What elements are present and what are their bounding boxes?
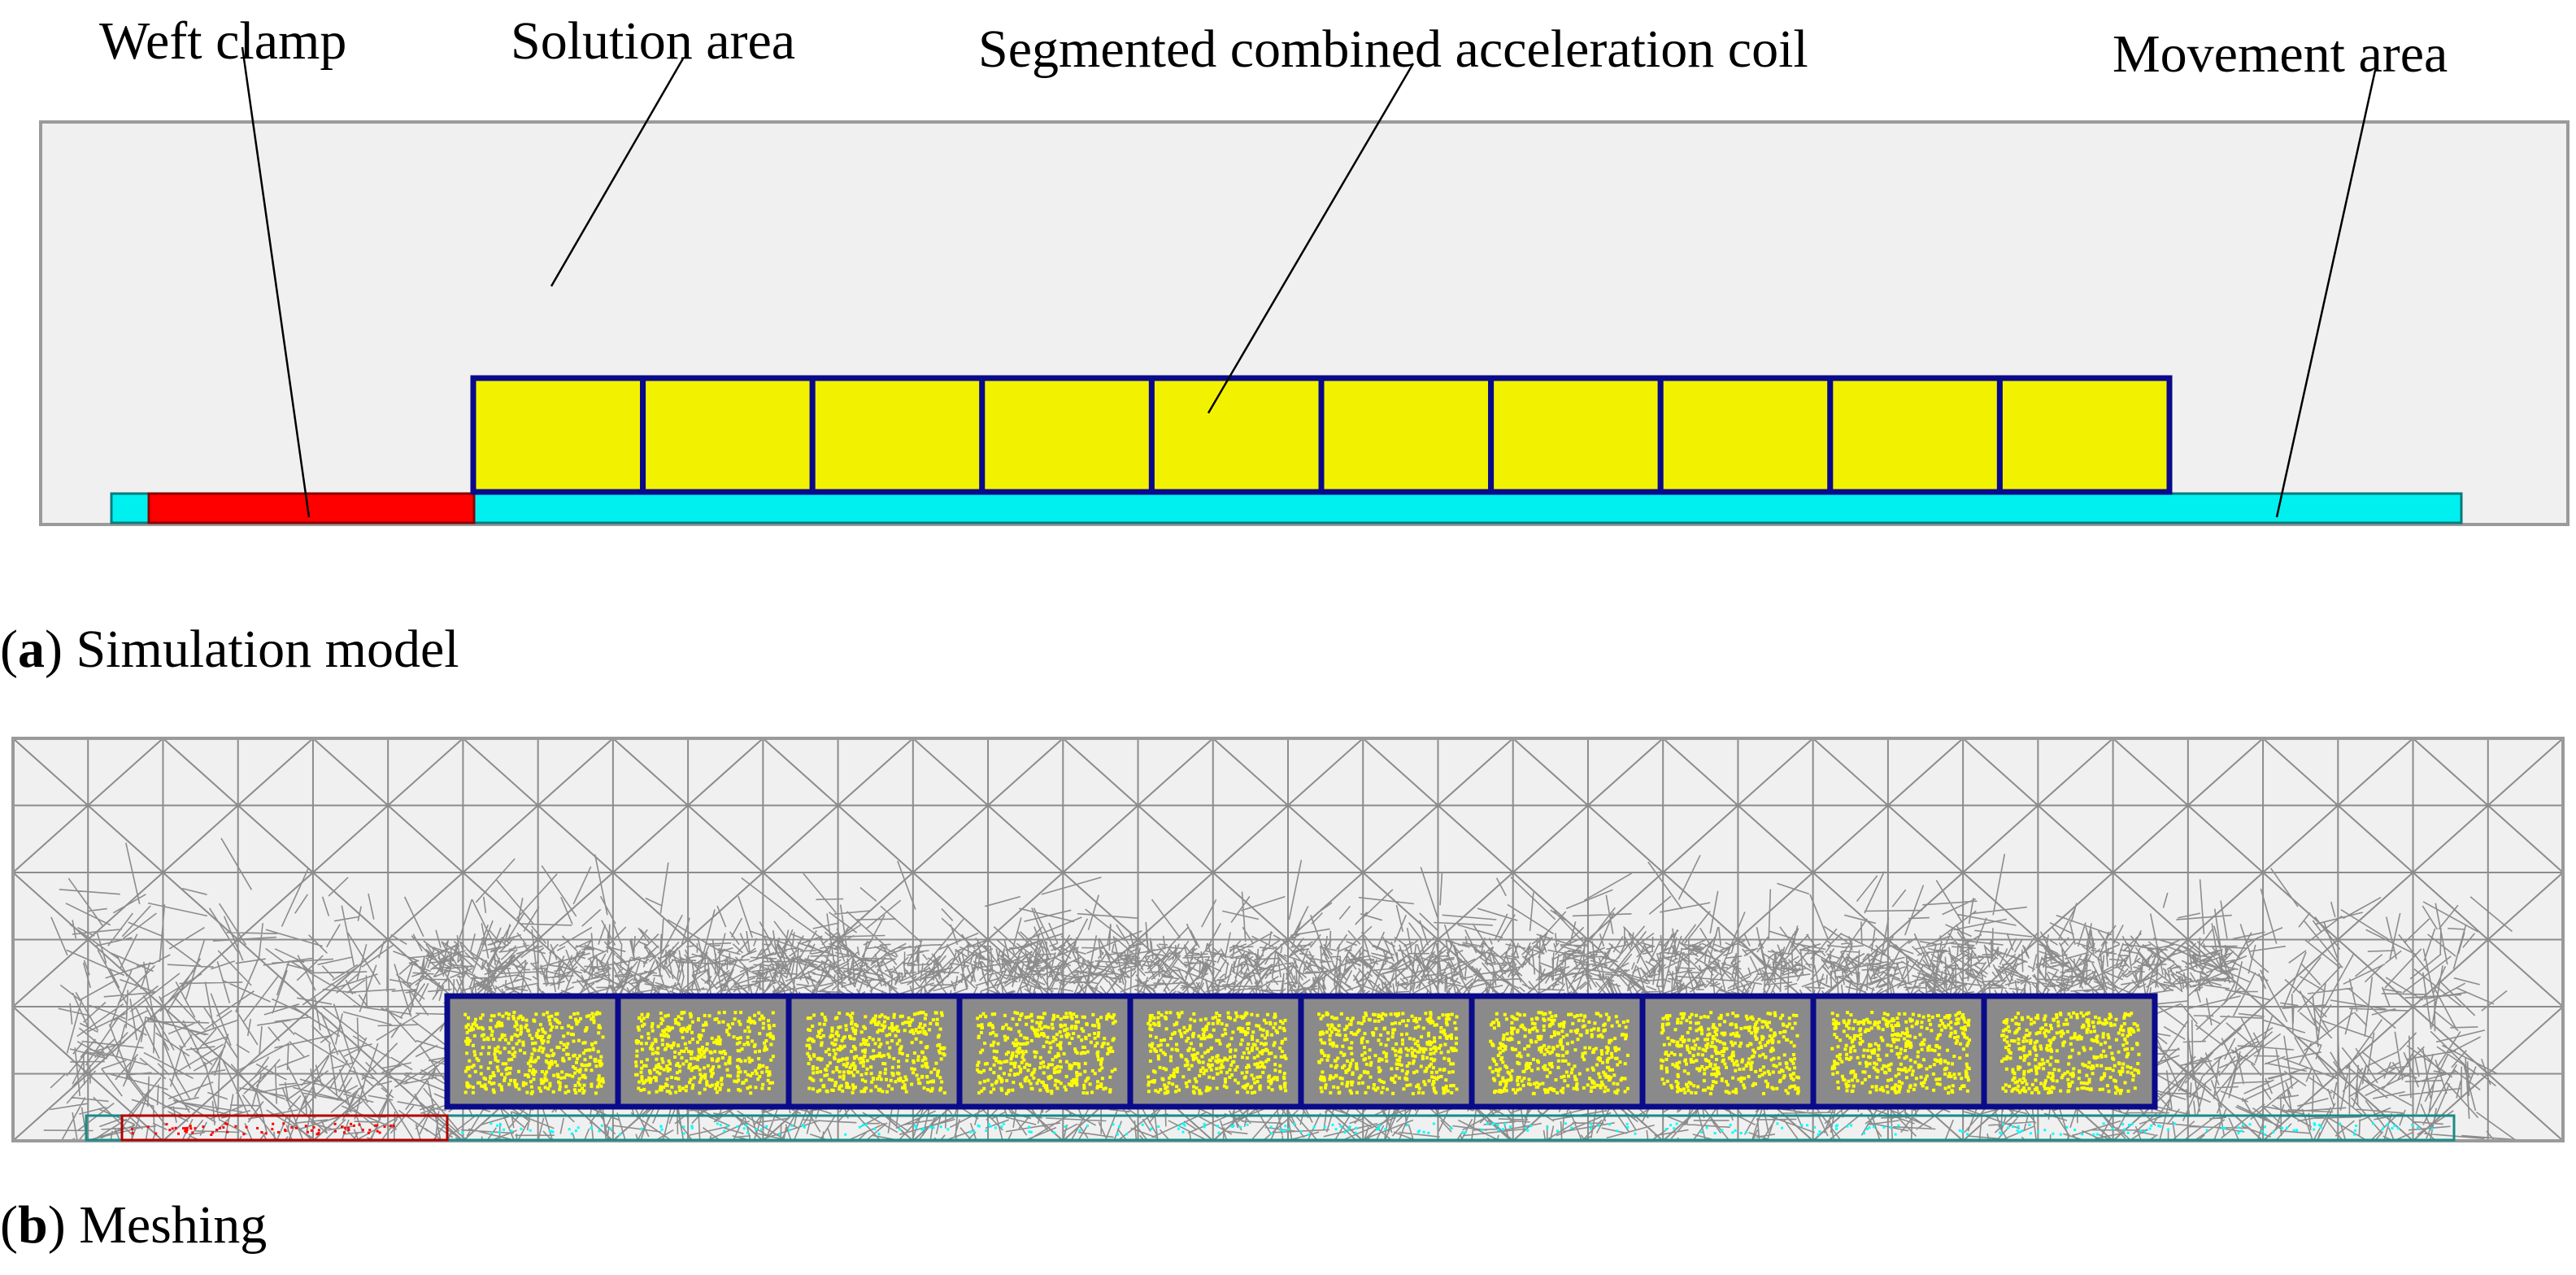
panel-a: Weft clamp Solution area Segmented combi… bbox=[0, 11, 2569, 679]
coil-mesh-dots bbox=[1488, 1011, 1630, 1095]
coil-segment-a bbox=[809, 375, 986, 495]
coil-mesh-dots bbox=[1660, 1011, 1800, 1095]
label-movement-area: Movement area bbox=[2113, 24, 2448, 84]
coil-segment-a bbox=[470, 375, 646, 495]
coil-segments-a bbox=[470, 375, 2173, 495]
movement-area-outline-b bbox=[85, 1114, 2456, 1142]
coil-mesh-dots bbox=[1830, 1011, 1971, 1095]
coil-mesh-dots bbox=[1147, 1011, 1288, 1095]
coil-mesh-dots bbox=[2000, 1011, 2141, 1095]
coil-segment-a bbox=[640, 375, 816, 495]
panel-b: (b) Meshing bbox=[0, 737, 2565, 1255]
coil-segment-a bbox=[979, 375, 1155, 495]
label-coil: Segmented combined acceleration coil bbox=[978, 20, 1808, 79]
coil-segment-a bbox=[1996, 375, 2173, 495]
leader-weft-clamp bbox=[241, 46, 311, 518]
coil-mesh-dots bbox=[805, 1011, 946, 1094]
coil-segment-a bbox=[1148, 375, 1325, 495]
coil-segment-a bbox=[1827, 375, 2003, 495]
weft-clamp-block bbox=[147, 492, 476, 524]
coil-segment-a bbox=[1657, 375, 1834, 495]
coil-mesh-dots bbox=[976, 1011, 1117, 1095]
weft-clamp-outline-b bbox=[120, 1114, 449, 1142]
coil-segments-b bbox=[444, 993, 2158, 1110]
leader-coil bbox=[1207, 63, 1415, 414]
label-solution-area: Solution area bbox=[511, 11, 795, 71]
coil-segment-a bbox=[1488, 375, 1664, 495]
coil-mesh-dots bbox=[463, 1011, 605, 1095]
coil-mesh-dots bbox=[1317, 1011, 1459, 1095]
caption-a: (a) Simulation model bbox=[0, 620, 459, 679]
clamp-mesh-dots bbox=[131, 1122, 395, 1136]
mesh-dots bbox=[131, 1122, 2434, 1136]
leader-movement-area bbox=[2275, 66, 2378, 518]
caption-b: (b) Meshing bbox=[0, 1195, 267, 1255]
leader-solution-area bbox=[550, 58, 685, 287]
coil-segment-a bbox=[1318, 375, 1495, 495]
label-weft-clamp: Weft clamp bbox=[99, 11, 346, 71]
movement-area-strip bbox=[110, 492, 2463, 524]
coil-mesh-dots bbox=[634, 1011, 776, 1095]
